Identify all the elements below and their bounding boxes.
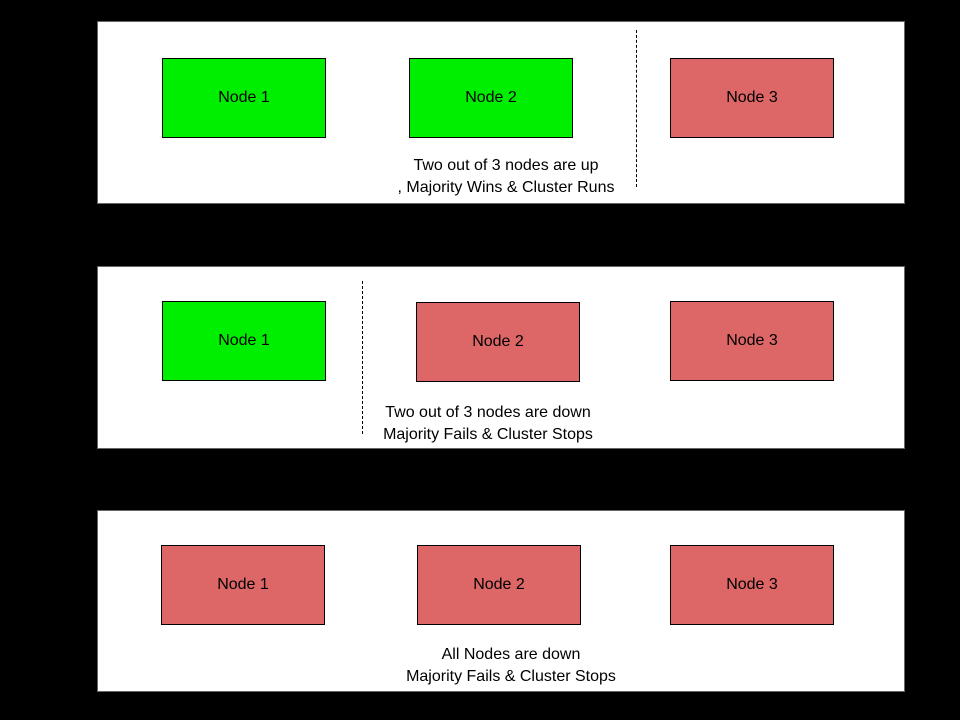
panel3-caption: All Nodes are down Majority Fails & Clus… bbox=[406, 644, 616, 688]
panel1-caption: Two out of 3 nodes are up , Majority Win… bbox=[398, 155, 615, 199]
panel2-caption-line2: Majority Fails & Cluster Stops bbox=[383, 426, 593, 443]
panel2-caption: Two out of 3 nodes are down Majority Fai… bbox=[383, 402, 593, 446]
panel3-caption-line2: Majority Fails & Cluster Stops bbox=[406, 668, 616, 685]
panel1-node3: Node 3 bbox=[670, 58, 834, 138]
panel1-node2: Node 2 bbox=[409, 58, 573, 138]
node-label: Node 1 bbox=[218, 332, 270, 349]
panel2-caption-line1: Two out of 3 nodes are down bbox=[385, 404, 591, 421]
node-label: Node 3 bbox=[726, 89, 778, 106]
node-label: Node 2 bbox=[473, 576, 525, 593]
panel3-node3: Node 3 bbox=[670, 545, 834, 625]
panel1-node1: Node 1 bbox=[162, 58, 326, 138]
panel3-node2: Node 2 bbox=[417, 545, 581, 625]
panel-all-nodes-down: Node 1 Node 2 Node 3 All Nodes are down … bbox=[97, 510, 905, 692]
node-label: Node 2 bbox=[472, 333, 524, 350]
panel2-node2: Node 2 bbox=[416, 302, 580, 382]
panel3-caption-line1: All Nodes are down bbox=[441, 646, 581, 663]
panel2-node3: Node 3 bbox=[670, 301, 834, 381]
panel-two-nodes-up: Node 1 Node 2 Node 3 Two out of 3 nodes … bbox=[97, 21, 905, 204]
panel3-node1: Node 1 bbox=[161, 545, 325, 625]
node-label: Node 1 bbox=[218, 89, 270, 106]
node-label: Node 3 bbox=[726, 576, 778, 593]
node-label: Node 3 bbox=[726, 332, 778, 349]
panel1-caption-line2: , Majority Wins & Cluster Runs bbox=[397, 179, 615, 196]
partition-divider bbox=[362, 281, 363, 434]
panel2-node1: Node 1 bbox=[162, 301, 326, 381]
node-label: Node 1 bbox=[217, 576, 269, 593]
panel1-caption-line1: Two out of 3 nodes are up bbox=[413, 157, 599, 174]
partition-divider bbox=[636, 30, 637, 187]
node-label: Node 2 bbox=[465, 89, 517, 106]
panel-two-nodes-down: Node 1 Node 2 Node 3 Two out of 3 nodes … bbox=[97, 266, 905, 449]
